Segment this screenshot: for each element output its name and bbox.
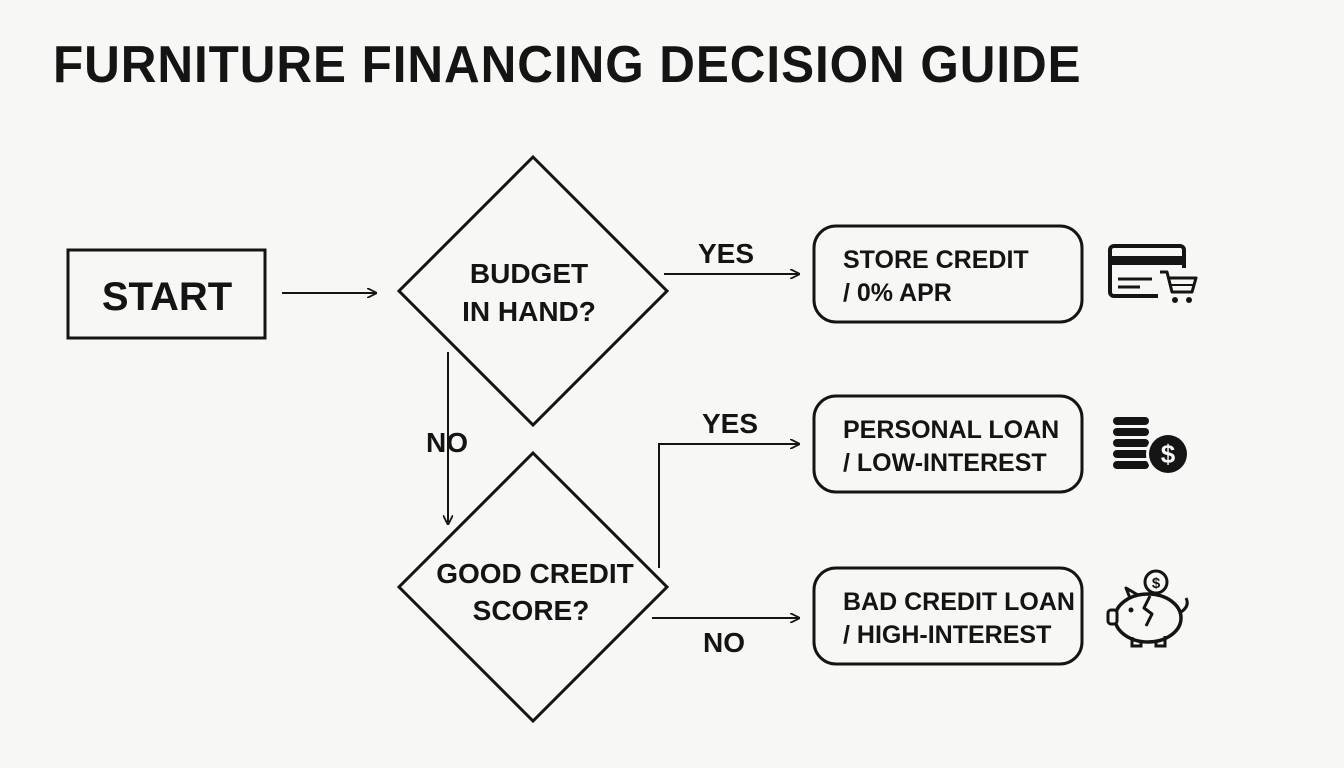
credit-card-cart-icon xyxy=(1108,244,1198,303)
outcome-bad-credit-loan: BAD CREDIT LOAN / HIGH-INTEREST xyxy=(812,566,1084,666)
decision-budget-line1: BUDGET xyxy=(470,258,588,289)
broken-piggy-bank-icon: $ xyxy=(1106,569,1189,648)
outcome-personal-loan: PERSONAL LOAN / LOW-INTEREST xyxy=(812,394,1084,494)
decision-budget: BUDGET IN HAND? xyxy=(396,154,670,428)
page-title: FURNITURE FINANCING DECISION GUIDE xyxy=(53,36,1082,94)
outcome-bad-credit-loan-line2: / HIGH-INTEREST xyxy=(843,621,1051,649)
decision-credit-line2: SCORE? xyxy=(473,595,590,626)
outcome-bad-credit-loan-line1: BAD CREDIT LOAN xyxy=(843,588,1075,616)
edge-label-budget-yes: YES xyxy=(698,238,754,269)
svg-text:$: $ xyxy=(1152,575,1161,592)
decision-credit-line1: GOOD CREDIT xyxy=(436,558,634,589)
edge-label-credit-no: NO xyxy=(703,627,745,658)
decision-budget-line2: IN HAND? xyxy=(462,296,596,327)
start-label: START xyxy=(102,275,232,319)
arrow-credit-yes xyxy=(658,444,799,568)
edge-label-credit-yes: YES xyxy=(702,408,758,439)
outcome-store-credit-line2: / 0% APR xyxy=(843,279,952,307)
svg-text:$: $ xyxy=(1161,439,1176,469)
edge-label-budget-no: NO xyxy=(426,427,468,458)
outcome-store-credit-line1: STORE CREDIT xyxy=(843,246,1029,274)
start-node: START xyxy=(66,248,267,340)
outcome-store-credit: STORE CREDIT / 0% APR xyxy=(812,224,1084,324)
decision-credit: GOOD CREDIT SCORE? xyxy=(396,450,670,724)
outcome-personal-loan-line1: PERSONAL LOAN xyxy=(843,416,1059,444)
coin-stack-dollar-icon: $ xyxy=(1113,417,1190,476)
outcome-personal-loan-line2: / LOW-INTEREST xyxy=(843,449,1047,477)
